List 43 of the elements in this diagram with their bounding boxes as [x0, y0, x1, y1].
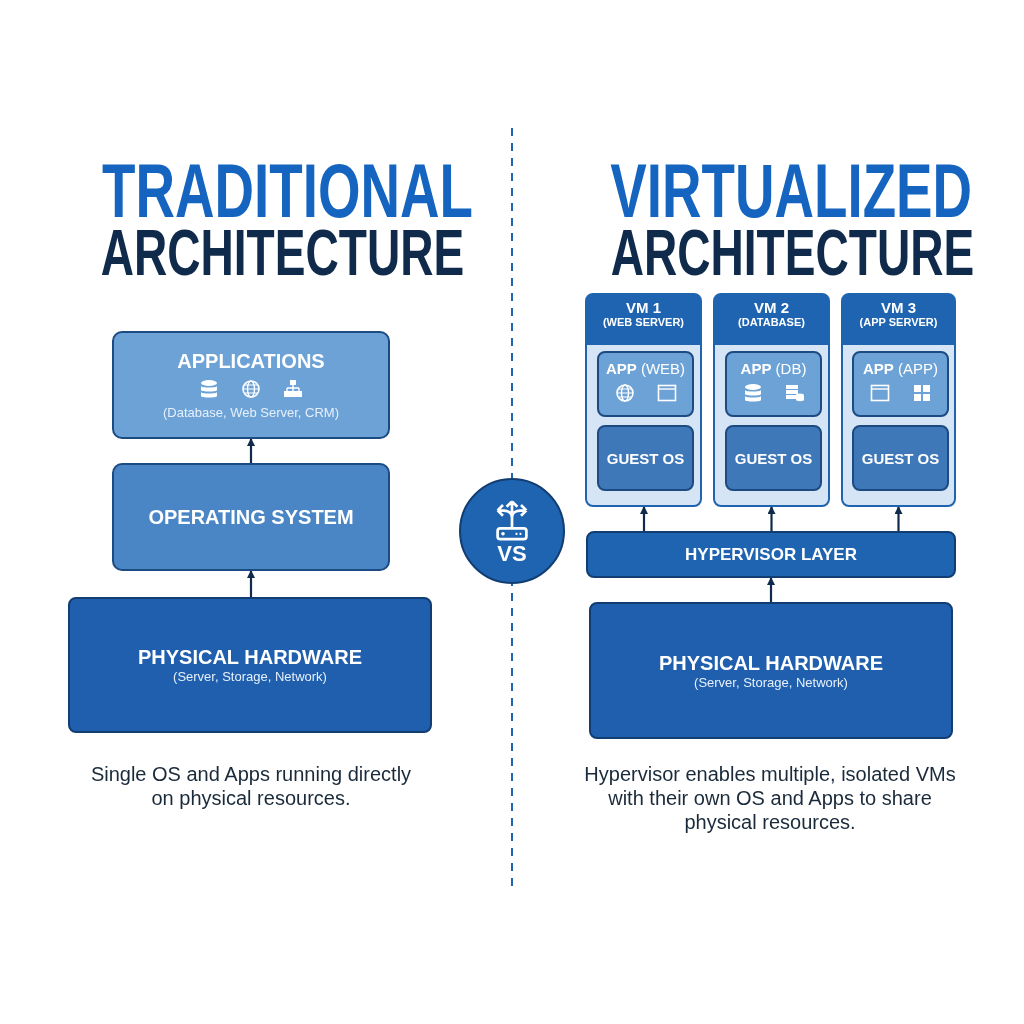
guest-os-box	[597, 425, 694, 491]
layer-box	[112, 331, 390, 439]
layer-title: VS	[497, 540, 527, 567]
layer-title: GUEST OS	[606, 449, 685, 467]
app-box	[725, 351, 822, 417]
layer-title: PHYSICAL HARDWARE	[658, 651, 884, 675]
vm-title: VM 1	[626, 299, 661, 316]
vm-box	[841, 293, 956, 507]
vm-subtitle: (APP SERVER)	[859, 316, 938, 328]
arrow	[767, 577, 775, 602]
arrow	[767, 506, 776, 531]
layer-detail: (Database, Web Server, CRM)	[162, 405, 339, 420]
layer-box	[589, 602, 953, 739]
layer-title: HYPERVISOR LAYER	[685, 544, 857, 565]
caption: Single OS and Apps running directly on physical resources.	[90, 762, 412, 810]
guest-os-box	[725, 425, 822, 491]
layer-title: GUEST OS	[861, 449, 940, 467]
vm-box	[585, 293, 702, 507]
caption: Hypervisor enables multiple, isolated VMs with their own OS and Apps to share physical resources.	[583, 762, 957, 834]
layer-title: OPERATING SYSTEM	[148, 505, 354, 529]
app-box	[852, 351, 949, 417]
layer-title: APP (DB)	[740, 359, 807, 377]
guest-os-box	[852, 425, 949, 491]
app-box	[597, 351, 694, 417]
layer-title: GUEST OS	[734, 449, 813, 467]
vm-box	[713, 293, 830, 507]
arrow	[894, 506, 903, 531]
vm-title: VM 2	[754, 299, 789, 316]
arrow	[247, 570, 255, 597]
layer-title: APP (WEB)	[605, 359, 686, 377]
layer-box	[68, 597, 432, 733]
vm-subtitle: (WEB SERVER)	[602, 316, 685, 328]
layer-title: APPLICATIONS	[177, 350, 325, 373]
vm-title: VM 3	[881, 299, 916, 316]
layer-title: PHYSICAL HARDWARE	[137, 646, 363, 669]
arrow	[640, 506, 648, 531]
layer-detail: (Server, Storage, Network)	[694, 674, 848, 690]
hypervisor-box	[586, 531, 956, 578]
arrow	[247, 438, 255, 463]
layer-box	[112, 463, 390, 571]
vm-subtitle: (DATABASE)	[738, 316, 805, 328]
layer-detail: (Server, Storage, Network)	[173, 669, 327, 684]
layer-title: APP (APP)	[863, 359, 938, 377]
